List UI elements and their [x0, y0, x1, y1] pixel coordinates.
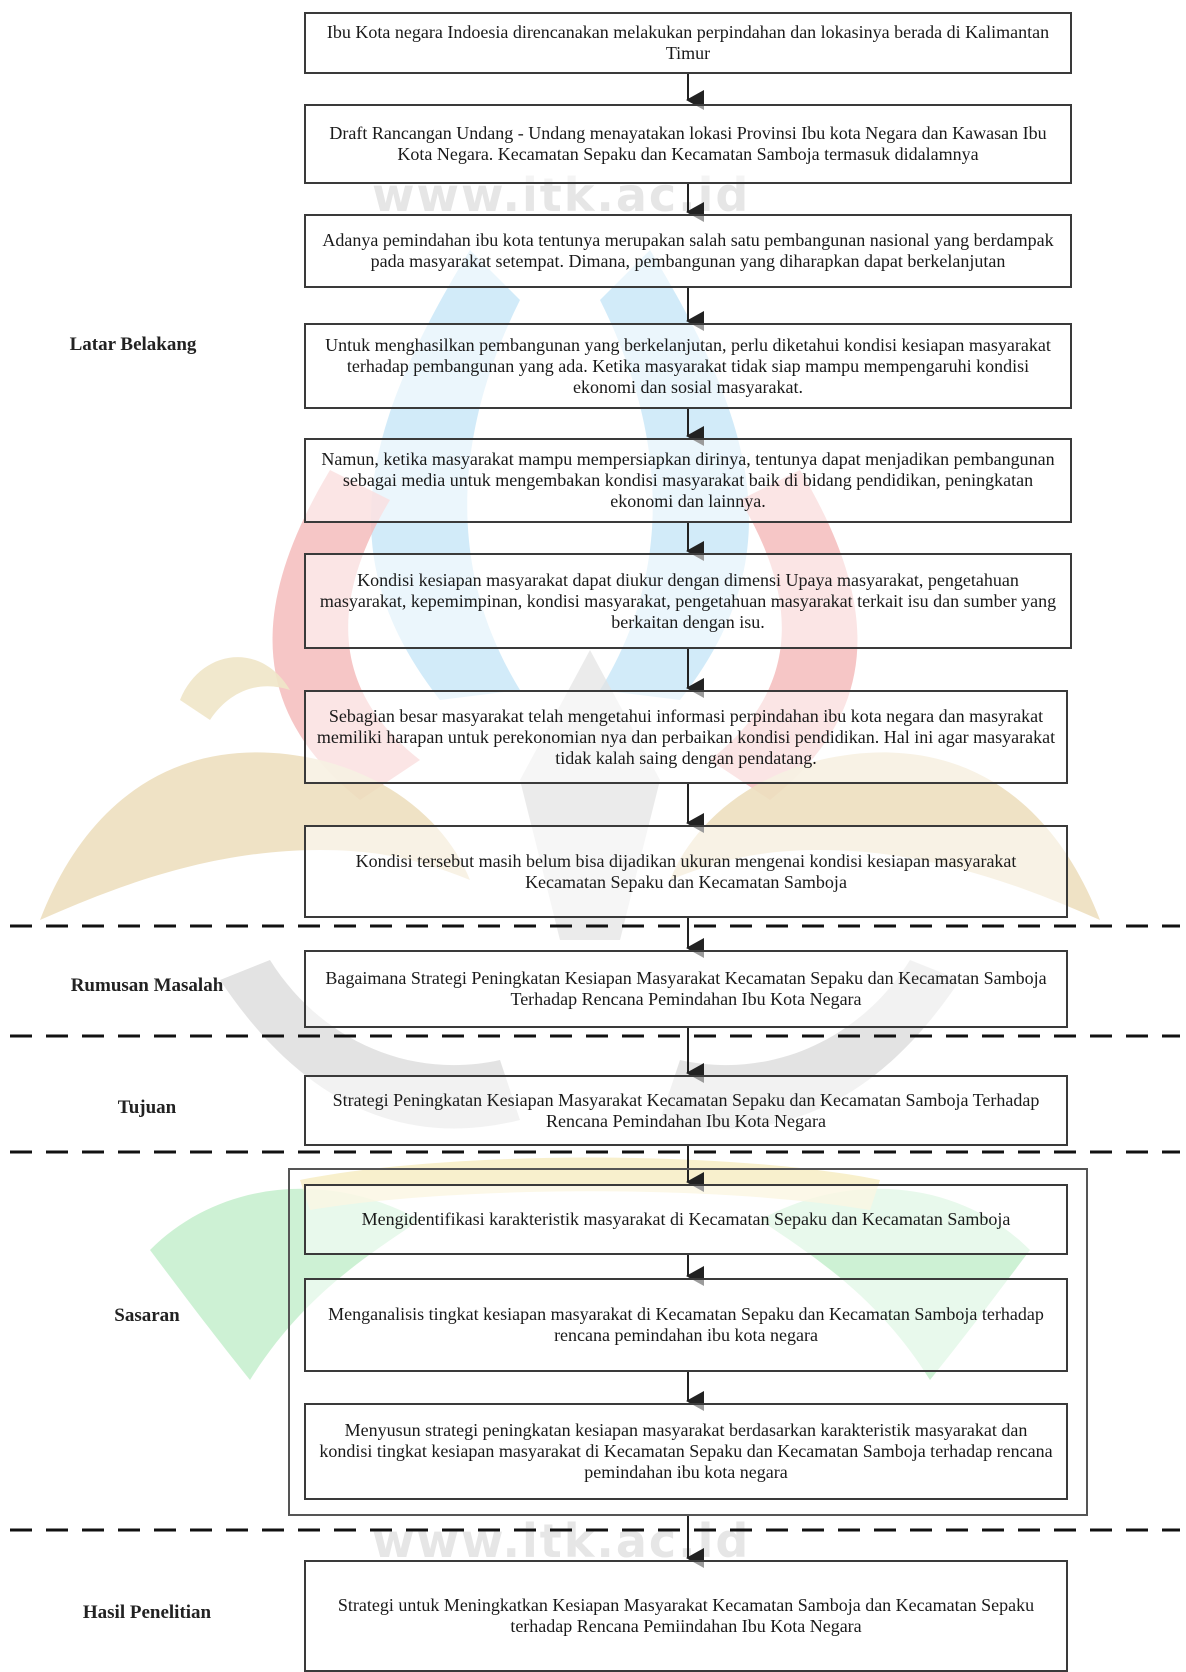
tujuan-text: Strategi Peningkatan Kesiapan Masyarakat…: [332, 1089, 1040, 1131]
step-text: Kondisi tersebut masih belum bisa dijadi…: [355, 850, 1017, 892]
step-text: Adanya pemindahan ibu kota tentunya meru…: [322, 230, 1054, 271]
sasaran-step-1: Mengidentifikasi karakteristik masyaraka…: [304, 1184, 1068, 1255]
sasaran-step-2: Menganalisis tingkat kesiapan masyarakat…: [304, 1278, 1068, 1372]
step-text: Draft Rancangan Undang - Undang menayata…: [329, 123, 1047, 164]
logo-gold-crest: [180, 657, 290, 720]
latar-belakang-step-8: Kondisi tersebut masih belum bisa dijadi…: [304, 825, 1068, 918]
tujuan-box: Strategi Peningkatan Kesiapan Masyarakat…: [304, 1075, 1068, 1146]
hasil-penelitian-text: Strategi untuk Meningkatkan Kesiapan Mas…: [337, 1595, 1035, 1636]
latar-belakang-step-7: Sebagian besar masyarakat telah mengetah…: [304, 690, 1068, 784]
step-text: Sebagian besar masyarakat telah mengetah…: [316, 705, 1056, 768]
latar-belakang-step-6: Kondisi kesiapan masyarakat dapat diukur…: [304, 553, 1072, 649]
step-text: Namun, ketika masyarakat mampu mempersia…: [321, 449, 1055, 511]
label-hasil-penelitian: Hasil Penelitian: [82, 1602, 212, 1623]
step-text: Mengidentifikasi karakteristik masyaraka…: [361, 1209, 1011, 1229]
latar-belakang-step-2: Draft Rancangan Undang - Undang menayata…: [304, 104, 1072, 184]
latar-belakang-step-1: Ibu Kota negara Indoesia direncanakan me…: [304, 12, 1072, 74]
rumusan-masalah-text: Bagaimana Strategi Peningkatan Kesiapan …: [325, 968, 1047, 1009]
step-text: Untuk menghasilkan pembangunan yang berk…: [325, 334, 1051, 397]
latar-belakang-step-5: Namun, ketika masyarakat mampu mempersia…: [304, 438, 1072, 523]
label-tujuan: Tujuan: [117, 1097, 177, 1118]
rumusan-masalah-box: Bagaimana Strategi Peningkatan Kesiapan …: [304, 950, 1068, 1028]
latar-belakang-step-4: Untuk menghasilkan pembangunan yang berk…: [304, 323, 1072, 409]
label-sasaran: Sasaran: [114, 1305, 180, 1326]
hasil-penelitian-box: Strategi untuk Meningkatkan Kesiapan Mas…: [304, 1560, 1068, 1672]
label-latar-belakang: Latar Belakang: [69, 334, 197, 355]
watermark-text-bottom: www.itk.ac.id: [372, 1514, 751, 1568]
label-rumusan-masalah: Rumusan Masalah: [70, 975, 224, 996]
logo-gold-hornbill: [40, 752, 470, 920]
sasaran-step-3: Menyusun strategi peningkatan kesiapan m…: [304, 1403, 1068, 1500]
latar-belakang-step-3: Adanya pemindahan ibu kota tentunya meru…: [304, 214, 1072, 288]
sasaran-group-frame: [288, 1168, 1088, 1516]
step-text: Menyusun strategi peningkatan kesiapan m…: [319, 1420, 1053, 1482]
logo-yellow-band: [300, 1157, 880, 1210]
step-text: Ibu Kota negara Indoesia direncanakan me…: [326, 22, 1050, 63]
step-text: Kondisi kesiapan masyarakat dapat diukur…: [319, 569, 1057, 632]
step-text: Menganalisis tingkat kesiapan masyarakat…: [328, 1304, 1044, 1345]
